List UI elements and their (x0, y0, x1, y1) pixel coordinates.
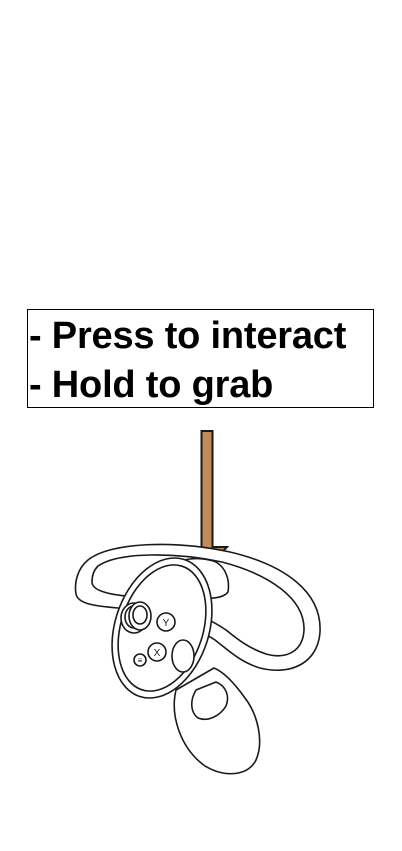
vr-controller-icon: Y X ≡ (74, 543, 321, 775)
menu-button-icon: ≡ (133, 653, 147, 667)
x-button-label: X (154, 648, 161, 659)
y-button-label: Y (163, 618, 170, 629)
instruction-hold: - Hold to grab (29, 364, 274, 406)
thumb-rest (171, 639, 195, 673)
y-button-icon: Y (156, 612, 176, 632)
instruction-callout: - Press to interact - Hold to grab (27, 309, 374, 408)
menu-button-label: ≡ (138, 656, 143, 665)
thumbstick-icon (120, 601, 152, 634)
instruction-press: - Press to interact (29, 315, 347, 357)
x-button-icon: X (147, 642, 167, 662)
grip-trigger (190, 681, 229, 721)
